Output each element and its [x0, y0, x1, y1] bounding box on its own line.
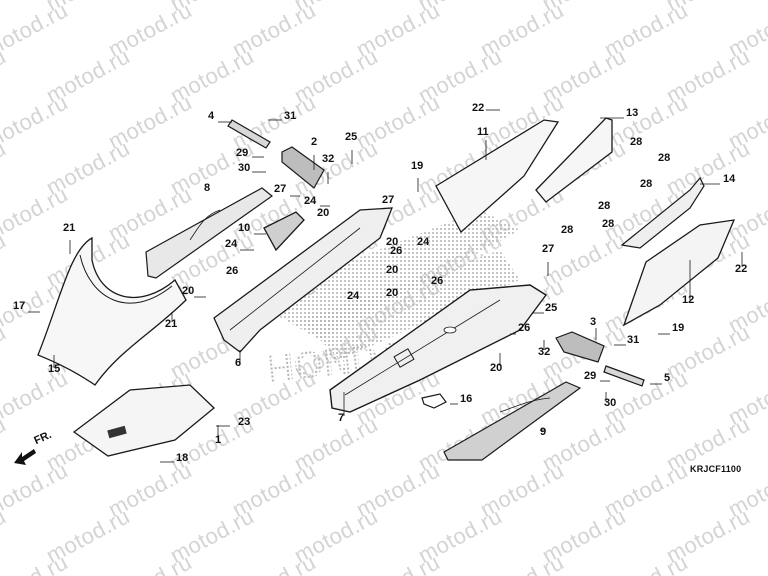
part-label-29: 29 — [236, 147, 249, 159]
part-label-32: 32 — [538, 346, 551, 358]
part-label-27: 27 — [274, 183, 287, 195]
part-7-main-floor-panel — [329, 284, 548, 413]
part-label-5: 5 — [664, 372, 671, 384]
part-label-9: 9 — [540, 426, 547, 438]
part-label-13: 13 — [626, 107, 639, 119]
part-label-2: 2 — [311, 136, 318, 148]
part-label-22: 22 — [472, 102, 485, 114]
part-label-28: 28 — [658, 152, 671, 164]
part-label-16: 16 — [460, 393, 473, 405]
part-label-31: 31 — [284, 110, 297, 122]
part-12-side-cover — [622, 219, 736, 327]
part-label-28: 28 — [630, 136, 643, 148]
part-label-26: 26 — [431, 275, 444, 287]
part-label-27: 27 — [542, 243, 555, 255]
part-label-1: 1 — [215, 434, 222, 446]
part-label-20: 20 — [386, 236, 399, 248]
part-2-footrest-rubber — [281, 146, 325, 189]
part-11-inner-cover — [435, 119, 560, 234]
diagram-code: KRJCF1100 — [690, 464, 742, 474]
part-label-28: 28 — [561, 224, 574, 236]
leader-lines — [28, 109, 743, 463]
part-label-30: 30 — [238, 162, 251, 174]
part-label-23: 23 — [238, 416, 251, 428]
part-label-10: 10 — [238, 222, 251, 234]
part-1-under-tray — [72, 384, 215, 457]
part-label-29: 29 — [584, 370, 597, 382]
part-label-19: 19 — [672, 322, 685, 334]
part-label-20: 20 — [386, 287, 399, 299]
part-label-24: 24 — [304, 195, 317, 207]
part-5-pin — [603, 365, 645, 387]
part-label-4: 4 — [208, 110, 215, 122]
part-3-footrest-rubber — [555, 331, 605, 363]
part-label-32: 32 — [322, 153, 335, 165]
part-label-21: 21 — [165, 318, 178, 330]
part-14-bracket — [620, 176, 705, 249]
part-label-18: 18 — [176, 452, 189, 464]
part-label-17: 17 — [13, 300, 26, 312]
part-label-28: 28 — [602, 218, 615, 230]
part-label-15: 15 — [48, 363, 61, 375]
part-label-25: 25 — [345, 131, 358, 143]
part-label-26: 26 — [390, 245, 403, 257]
part-label-27: 27 — [382, 194, 395, 206]
part-label-20: 20 — [490, 362, 503, 374]
part-label-6: 6 — [235, 357, 242, 369]
part-label-20: 20 — [182, 285, 195, 297]
part-label-24: 24 — [347, 290, 360, 302]
part-label-20: 20 — [317, 207, 330, 219]
part-8-floor-strip-left — [145, 187, 273, 279]
front-direction-arrow-icon — [14, 449, 36, 465]
part-label-12: 12 — [682, 294, 695, 306]
part-label-3: 3 — [590, 316, 597, 328]
part-label-14: 14 — [723, 173, 736, 185]
part-label-19: 19 — [411, 160, 424, 172]
part-9-floor-strip-right — [443, 381, 582, 461]
part-15-front-lower-cover — [37, 236, 187, 386]
part-label-11: 11 — [477, 126, 489, 138]
part-label-24: 24 — [225, 238, 238, 250]
part-label-26: 26 — [518, 322, 531, 334]
part-4-pin — [227, 119, 271, 149]
part-10-grille — [263, 211, 305, 252]
part-label-25: 25 — [545, 302, 558, 314]
part-label-20: 20 — [386, 264, 399, 276]
part-label-30: 30 — [604, 397, 617, 409]
part-label-24: 24 — [417, 236, 430, 248]
part-label-26: 26 — [226, 265, 239, 277]
part-label-8: 8 — [204, 182, 211, 194]
part-6-floor-side-left — [213, 207, 393, 353]
part-label-7: 7 — [338, 412, 345, 424]
part-13-upper-cover — [535, 117, 613, 203]
part-label-31: 31 — [627, 334, 640, 346]
part-label-22: 22 — [735, 263, 748, 275]
part-16-lid — [421, 393, 447, 409]
part-label-21: 21 — [63, 222, 76, 234]
part-label-28: 28 — [598, 200, 611, 212]
part-label-28: 28 — [640, 178, 653, 190]
